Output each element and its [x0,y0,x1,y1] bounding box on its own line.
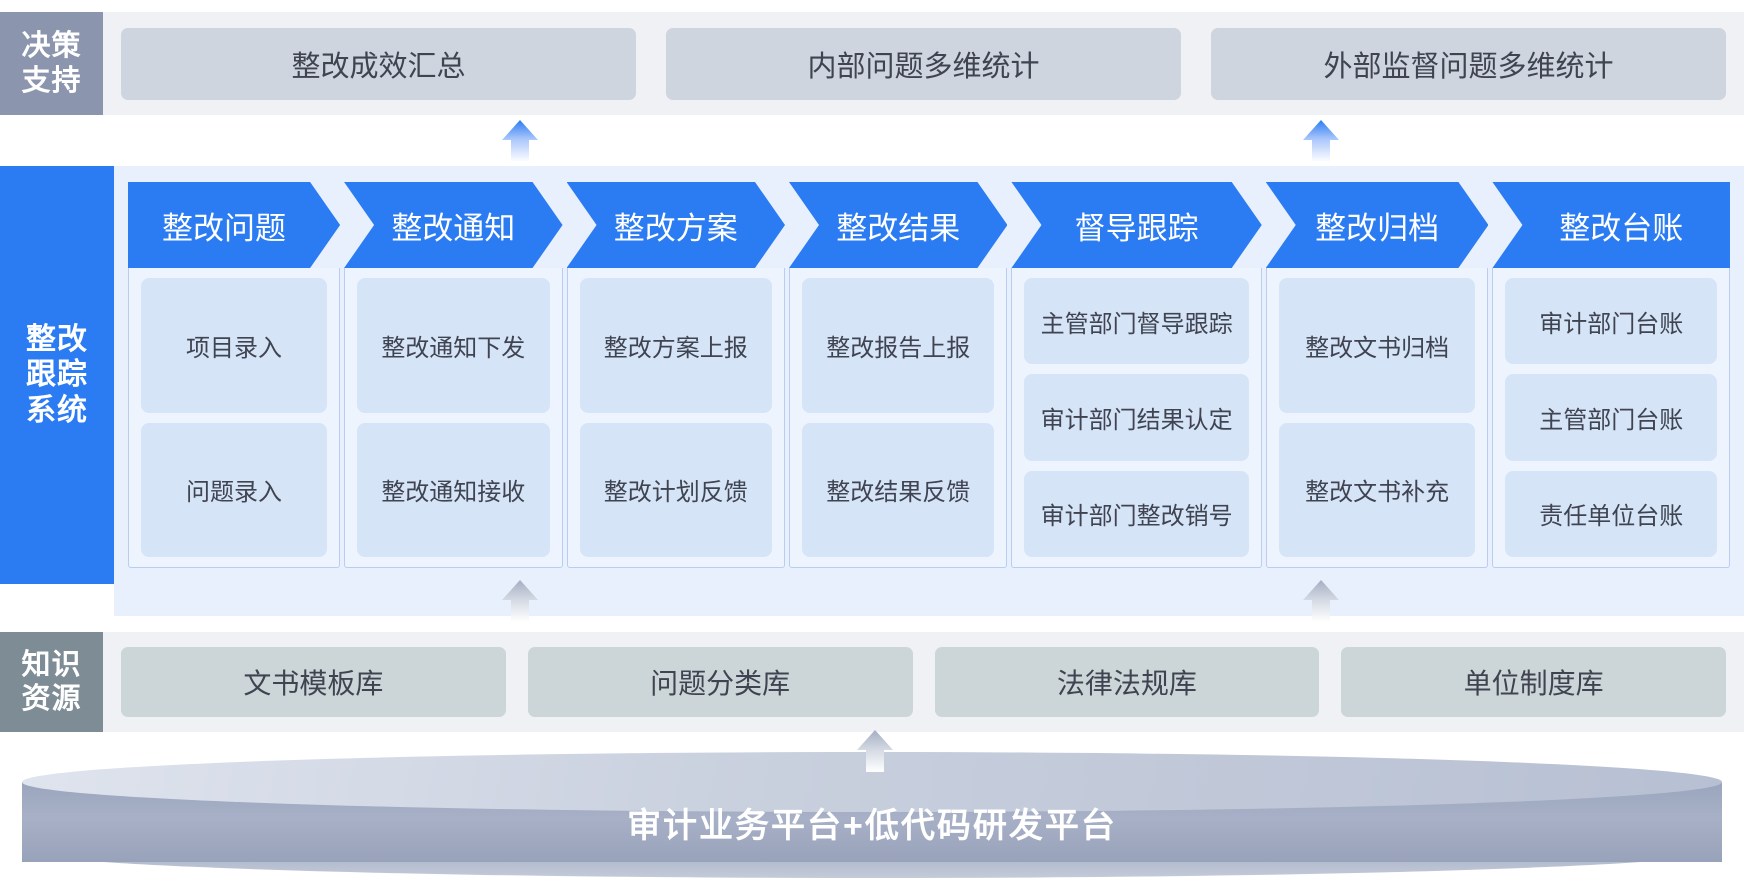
decision-card-internal-issue-stats[interactable]: 内部问题多维统计 [666,27,1181,100]
stage-title: 整改结果 [836,210,961,246]
stage-title: 整改通知 [391,210,516,246]
stage-item[interactable]: 主管部门台账 [1505,374,1717,461]
remediation-tracking-label-line-3: 系统 [26,393,88,427]
stage-items-remediation-archive: 整改文书归档 整改文书补充 [1265,268,1489,568]
stage-title: 整改方案 [613,210,738,246]
stage-supervision-tracking: 督导跟踪 主管部门督导跟踪 审计部门结果认定 审计部门整改销号 [1011,182,1262,568]
remediation-tracking-label-line-2: 跟踪 [26,358,88,392]
knowledge-resources-cards: 文书模板库 问题分类库 法律法规库 单位制度库 [103,632,1744,732]
stage-items-remediation-ledger: 审计部门台账 主管部门台账 责任单位台账 [1492,268,1730,568]
stage-title: 整改台账 [1559,210,1684,246]
knowledge-card-document-template-library[interactable]: 文书模板库 [121,647,506,717]
stage-item[interactable]: 整改文书补充 [1278,422,1476,557]
decision-support-band: 决策 支持 整改成效汇总 内部问题多维统计 外部监督问题多维统计 [0,12,1744,115]
knowledge-resources-label-line-2: 资源 [21,683,82,715]
stage-item[interactable]: 审计部门整改销号 [1024,470,1249,557]
stage-header-remediation-result[interactable]: 整改结果 [789,182,1007,268]
knowledge-card-issue-classification-library[interactable]: 问题分类库 [527,647,913,717]
stage-title: 整改归档 [1315,210,1440,246]
decision-support-cards: 整改成效汇总 内部问题多维统计 外部监督问题多维统计 [103,12,1744,115]
stage-item[interactable]: 整改通知接收 [357,422,550,557]
stage-header-remediation-issue[interactable]: 整改问题 [128,182,340,268]
stage-header-remediation-ledger[interactable]: 整改台账 [1492,182,1730,268]
decision-card-external-supervision-stats[interactable]: 外部监督问题多维统计 [1211,27,1726,100]
stage-items-remediation-plan: 整改方案上报 整改计划反馈 [566,268,785,568]
platform-label: 审计业务平台+低代码研发平台 [627,806,1117,845]
stage-item[interactable]: 整改方案上报 [579,278,772,413]
platform-cylinder: 审计业务平台+低代码研发平台 [22,752,1722,878]
stage-remediation-ledger: 整改台账 审计部门台账 主管部门台账 责任单位台账 [1492,182,1730,568]
stage-header-supervision-tracking[interactable]: 督导跟踪 [1011,182,1261,268]
knowledge-card-unit-policy-library[interactable]: 单位制度库 [1341,647,1726,717]
stage-item[interactable]: 责任单位台账 [1505,470,1717,557]
remediation-tracking-label-line-1: 整改 [26,322,88,356]
stage-remediation-plan: 整改方案 整改方案上报 整改计划反馈 [566,182,785,568]
stage-remediation-notice: 整改通知 整改通知下发 整改通知接收 [344,182,563,568]
stage-remediation-archive: 整改归档 整改文书归档 整改文书补充 [1265,182,1489,568]
stage-remediation-issue: 整改问题 项目录入 问题录入 [128,182,341,568]
decision-support-label-line-1: 决策 [21,30,82,63]
stage-title: 整改问题 [162,210,287,246]
stage-title: 督导跟踪 [1074,210,1199,246]
stage-item[interactable]: 主管部门督导跟踪 [1024,278,1249,365]
stage-item[interactable]: 整改文书归档 [1278,278,1476,413]
stage-item[interactable]: 项目录入 [141,278,328,413]
stage-header-remediation-archive[interactable]: 整改归档 [1266,182,1489,268]
knowledge-resources-label: 知识 资源 [0,632,103,732]
stage-header-remediation-notice[interactable]: 整改通知 [344,182,562,268]
stage-item[interactable]: 审计部门台账 [1505,278,1717,365]
decision-support-label-line-2: 支持 [21,64,82,97]
process-flow: 整改问题 项目录入 问题录入 整改通知 整改通知下发 整改通知接收 [128,182,1730,568]
stage-items-remediation-issue: 项目录入 问题录入 [128,268,341,568]
stage-remediation-result: 整改结果 整改报告上报 整改结果反馈 [789,182,1008,568]
stage-item[interactable]: 问题录入 [141,422,328,557]
stage-items-remediation-result: 整改报告上报 整改结果反馈 [789,268,1008,568]
stage-header-remediation-plan[interactable]: 整改方案 [567,182,785,268]
remediation-tracking-body: 整改问题 项目录入 问题录入 整改通知 整改通知下发 整改通知接收 [114,166,1744,616]
stage-item[interactable]: 整改结果反馈 [802,422,995,557]
arrow-up-to-decision-left-icon [498,118,542,162]
stage-item[interactable]: 整改报告上报 [802,278,995,413]
stage-item[interactable]: 整改计划反馈 [579,422,772,557]
arrow-up-knowledge-to-tracking-right-icon [1299,578,1343,622]
stage-items-supervision-tracking: 主管部门督导跟踪 审计部门结果认定 审计部门整改销号 [1011,268,1262,568]
stage-item[interactable]: 审计部门结果认定 [1024,374,1249,461]
knowledge-resources-band: 知识 资源 文书模板库 问题分类库 法律法规库 单位制度库 [0,632,1744,732]
arrow-up-knowledge-to-tracking-left-icon [498,578,542,622]
stage-item[interactable]: 整改通知下发 [357,278,550,413]
decision-support-label: 决策 支持 [0,12,103,115]
remediation-tracking-label: 整改 跟踪 系统 [0,166,114,584]
stage-items-remediation-notice: 整改通知下发 整改通知接收 [344,268,563,568]
remediation-tracking-band: 整改 跟踪 系统 整改问题 项目录入 问题录入 整改通知 整改 [0,166,1744,616]
arrow-up-platform-to-knowledge-icon [853,728,897,772]
arrow-up-to-decision-right-icon [1299,118,1343,162]
knowledge-card-law-regulation-library[interactable]: 法律法规库 [934,647,1320,717]
decision-card-remediation-summary[interactable]: 整改成效汇总 [121,27,636,100]
knowledge-resources-label-line-1: 知识 [21,648,82,681]
